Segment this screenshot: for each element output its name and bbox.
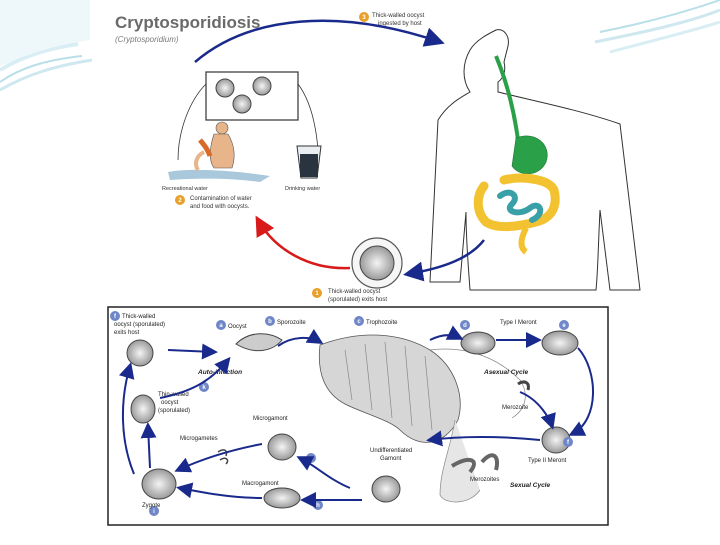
drinking-water-glass <box>296 145 322 179</box>
stage-f-left-badge <box>110 311 120 321</box>
stage-f-left-letter: f <box>114 314 117 320</box>
stage-f-left-text-2: oocyst (sporulated) <box>114 322 165 328</box>
arrow-c-to-d <box>429 325 464 341</box>
slide-decoration-left <box>0 0 93 92</box>
stage-d-text: Type I Meront <box>500 320 537 326</box>
oocyst-panel <box>205 71 299 121</box>
merozoites-shape <box>450 453 499 474</box>
stage-k-cell <box>130 394 156 424</box>
stage-i-badge <box>149 506 159 516</box>
stage-c-letter: c <box>357 319 361 325</box>
stage-b-badge <box>265 316 275 326</box>
step-2-text-line-2: and food with oocysts. <box>190 204 250 210</box>
sporulated-oocyst-inner <box>359 245 395 281</box>
step-1-text-line-2: (sporulated) exits host <box>328 297 387 303</box>
arrow-g-to-zygote <box>174 443 263 473</box>
stage-f-left-cell <box>126 339 154 367</box>
step-3-text-line-2: ingested by host <box>378 21 422 27</box>
stage-a-text: Oocyst <box>228 324 247 330</box>
cycle-arrow-contamination <box>255 215 351 270</box>
arrow-f-to-gamont <box>426 430 541 447</box>
step-1-text-line-1: Thick-walled oocyst <box>328 289 381 295</box>
stage-e-cell <box>541 330 579 356</box>
stage-f-right-badge <box>563 437 573 447</box>
stage-e-letter: e <box>562 323 566 329</box>
stage-a-letter: a <box>219 323 223 329</box>
panel-connector-left <box>177 83 207 161</box>
stage-k-text-2: oocyst <box>161 400 179 406</box>
arrow-oocyst-to-a <box>167 343 218 360</box>
slide-decoration-right <box>594 0 720 54</box>
recreational-water-label: Recreational water <box>162 186 208 192</box>
step-3-badge <box>359 12 369 22</box>
arrow-merozoite-to-f <box>519 391 556 430</box>
arrow-e-to-f <box>568 347 594 436</box>
arrow-zygote-to-k <box>140 422 157 469</box>
step-2-number: 2 <box>178 198 182 204</box>
stage-h-letter: h <box>316 503 320 509</box>
stage-g-letter: g <box>309 456 313 462</box>
stage-c-text: Trophozoite <box>366 320 398 326</box>
arrow-zygote-to-f <box>118 362 135 475</box>
stage-d-letter: d <box>463 323 467 329</box>
step-2-badge <box>175 195 185 205</box>
stage-k-badge <box>199 382 209 392</box>
step-2-text-line-1: Contamination of water <box>190 196 252 202</box>
stage-e-badge <box>559 320 569 330</box>
undifferentiated-gamont-cell <box>371 475 401 503</box>
diagram-title: Cryptosporidiosis <box>115 13 260 32</box>
sexual-cycle-label: Sexual Cycle <box>510 482 550 489</box>
drinking-water-label: Drinking water <box>285 186 320 192</box>
stage-f-left-text-1: Thick-walled <box>122 314 155 320</box>
stage-f-right-letter: f <box>567 440 570 446</box>
stage-a-badge <box>216 320 226 330</box>
stage-f-right-text: Type II Meront <box>528 458 567 464</box>
stage-i-cell <box>141 468 177 500</box>
merozoite-shape <box>517 380 530 391</box>
cycle-arrow-to-ingestion <box>194 19 445 63</box>
microgametes-shape <box>217 449 229 465</box>
step-3-number: 3 <box>362 15 366 21</box>
stage-h-cell <box>263 487 301 509</box>
undifferentiated-label-2: Gamont <box>380 456 402 462</box>
diagram-subtitle: (Cryptosporidium) <box>115 35 179 44</box>
panel-connector-right <box>297 83 319 151</box>
step-3-text-line-1: Thick-walled oocyst <box>372 13 425 19</box>
asexual-cycle-label: Asexual Cycle <box>483 369 528 376</box>
stage-g-cell <box>267 433 297 461</box>
arrow-b-to-c <box>277 328 324 347</box>
arrow-h-to-zygote <box>176 482 263 499</box>
merozoite-label: Merozoite <box>502 405 529 411</box>
cycle-arrow-exit-host <box>403 239 485 282</box>
stage-i-text: Zygote <box>142 503 161 509</box>
step-1-badge <box>312 288 322 298</box>
stage-c-badge <box>354 316 364 326</box>
stage-g-text: Microgamont <box>253 416 288 422</box>
microgametes-label: Microgametes <box>180 436 218 442</box>
merozoites-label: Merozoites <box>470 477 499 483</box>
arrow-gamont-to-g <box>296 456 351 489</box>
stage-d-cell <box>460 331 496 355</box>
stage-k-letter: k <box>202 385 206 391</box>
stage-a-oocyst-cell <box>235 333 283 352</box>
stage-h-text: Macrogamont <box>242 481 279 487</box>
stage-i-letter: i <box>153 509 155 515</box>
recreational-water-illustration <box>168 121 270 182</box>
stage-k-text-3: (sporulated) <box>158 408 190 414</box>
stage-b-letter: b <box>268 319 272 325</box>
human-body-outline <box>429 29 641 291</box>
stage-b-text: Sporozoite <box>277 320 306 326</box>
step-1-number: 1 <box>315 291 319 297</box>
arrow-k-auto-infection <box>159 356 231 399</box>
undifferentiated-label-1: Undifferentiated <box>370 448 412 454</box>
stage-f-left-text-3: exits host <box>114 330 140 336</box>
